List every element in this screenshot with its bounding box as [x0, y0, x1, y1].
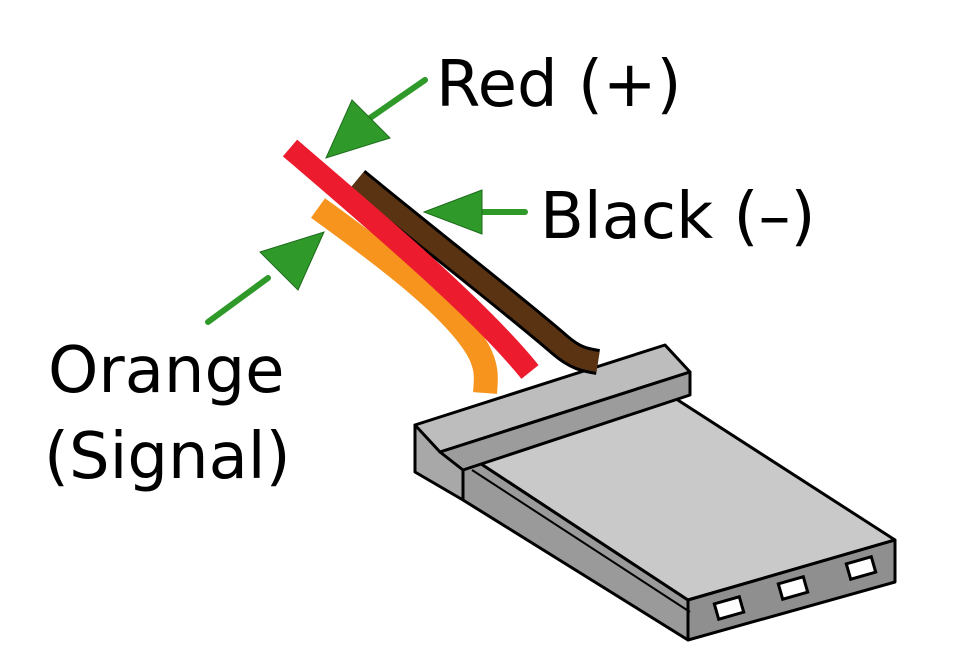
orange-wire	[310, 198, 498, 394]
green-arrow-icon	[205, 231, 325, 325]
arrows	[205, 77, 528, 325]
connector-pin-hole	[712, 594, 746, 622]
red-wire	[282, 139, 539, 379]
connector-pin-hole	[844, 554, 878, 582]
green-arrow-icon	[325, 77, 428, 159]
label-red: Red (+)	[436, 48, 682, 122]
connector-pin-hole	[776, 574, 810, 602]
label-orange: Orange	[48, 334, 284, 408]
label-black: Black (–)	[540, 180, 815, 254]
connector-cap-front	[438, 370, 692, 472]
black-wire-fill	[350, 172, 600, 372]
label-signal: (Signal)	[44, 420, 291, 494]
green-arrow-icon	[422, 189, 528, 235]
wire-bundle	[282, 139, 601, 394]
servo-connector-icon	[413, 343, 897, 642]
connector-groove	[471, 469, 691, 613]
